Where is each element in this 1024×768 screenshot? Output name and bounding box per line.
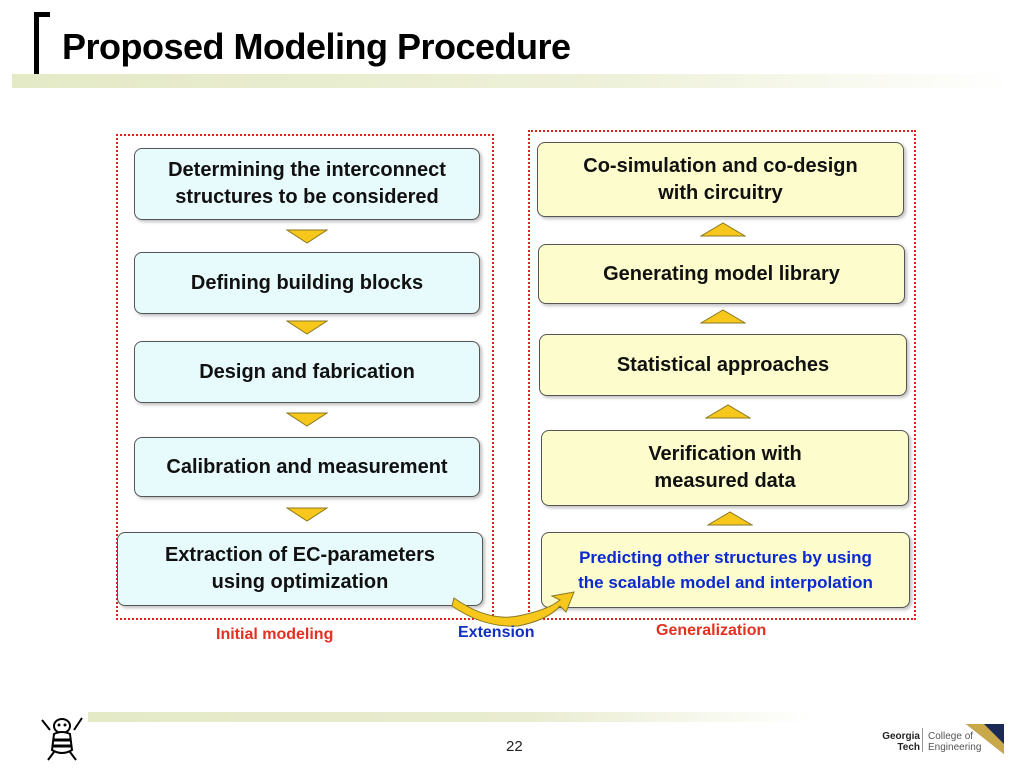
step-design-fabrication: Design and fabrication (134, 341, 480, 403)
step-determining-structures: Determining the interconnect structures … (134, 148, 480, 220)
step-verification-measured-data: Verification with measured data (541, 430, 909, 506)
step-calibration-measurement: Calibration and measurement (134, 437, 480, 497)
slide-title: Proposed Modeling Procedure (62, 26, 571, 67)
footer-bar (88, 712, 816, 722)
triangle-up-icon (700, 222, 746, 237)
page-number: 22 (506, 738, 523, 755)
extension-label: Extension (458, 624, 535, 641)
georgia-tech-logo-text: Georgia Tech (882, 731, 920, 753)
step-extraction-ec-parameters: Extraction of EC-parameters using optimi… (117, 532, 483, 606)
yellow-jacket-mascot-icon (41, 717, 83, 761)
triangle-down-icon (286, 412, 328, 427)
college-of-engineering-text: College of Engineering (928, 731, 982, 753)
generalization-label: Generalization (656, 622, 767, 639)
logo-divider (922, 728, 923, 752)
triangle-down-icon (286, 507, 328, 522)
title-underline-bar (12, 74, 1014, 88)
step-defining-building-blocks: Defining building blocks (134, 252, 480, 314)
step-co-simulation: Co-simulation and co-design with circuit… (537, 142, 904, 217)
generalization-group (528, 130, 916, 620)
triangle-up-icon (705, 404, 751, 419)
initial-modeling-group (116, 134, 494, 620)
step-generating-model-library: Generating model library (538, 244, 905, 304)
triangle-up-icon (700, 309, 746, 324)
triangle-up-icon (707, 511, 753, 526)
curved-arrow-icon (451, 591, 575, 627)
triangle-down-icon (286, 229, 328, 244)
initial-modeling-label: Initial modeling (216, 626, 334, 643)
triangle-down-icon (286, 320, 328, 335)
step-statistical-approaches: Statistical approaches (539, 334, 907, 396)
step-predicting-other-structures: Predicting other structures by using the… (541, 532, 910, 608)
georgia-tech-emblem-icon (966, 724, 1004, 754)
